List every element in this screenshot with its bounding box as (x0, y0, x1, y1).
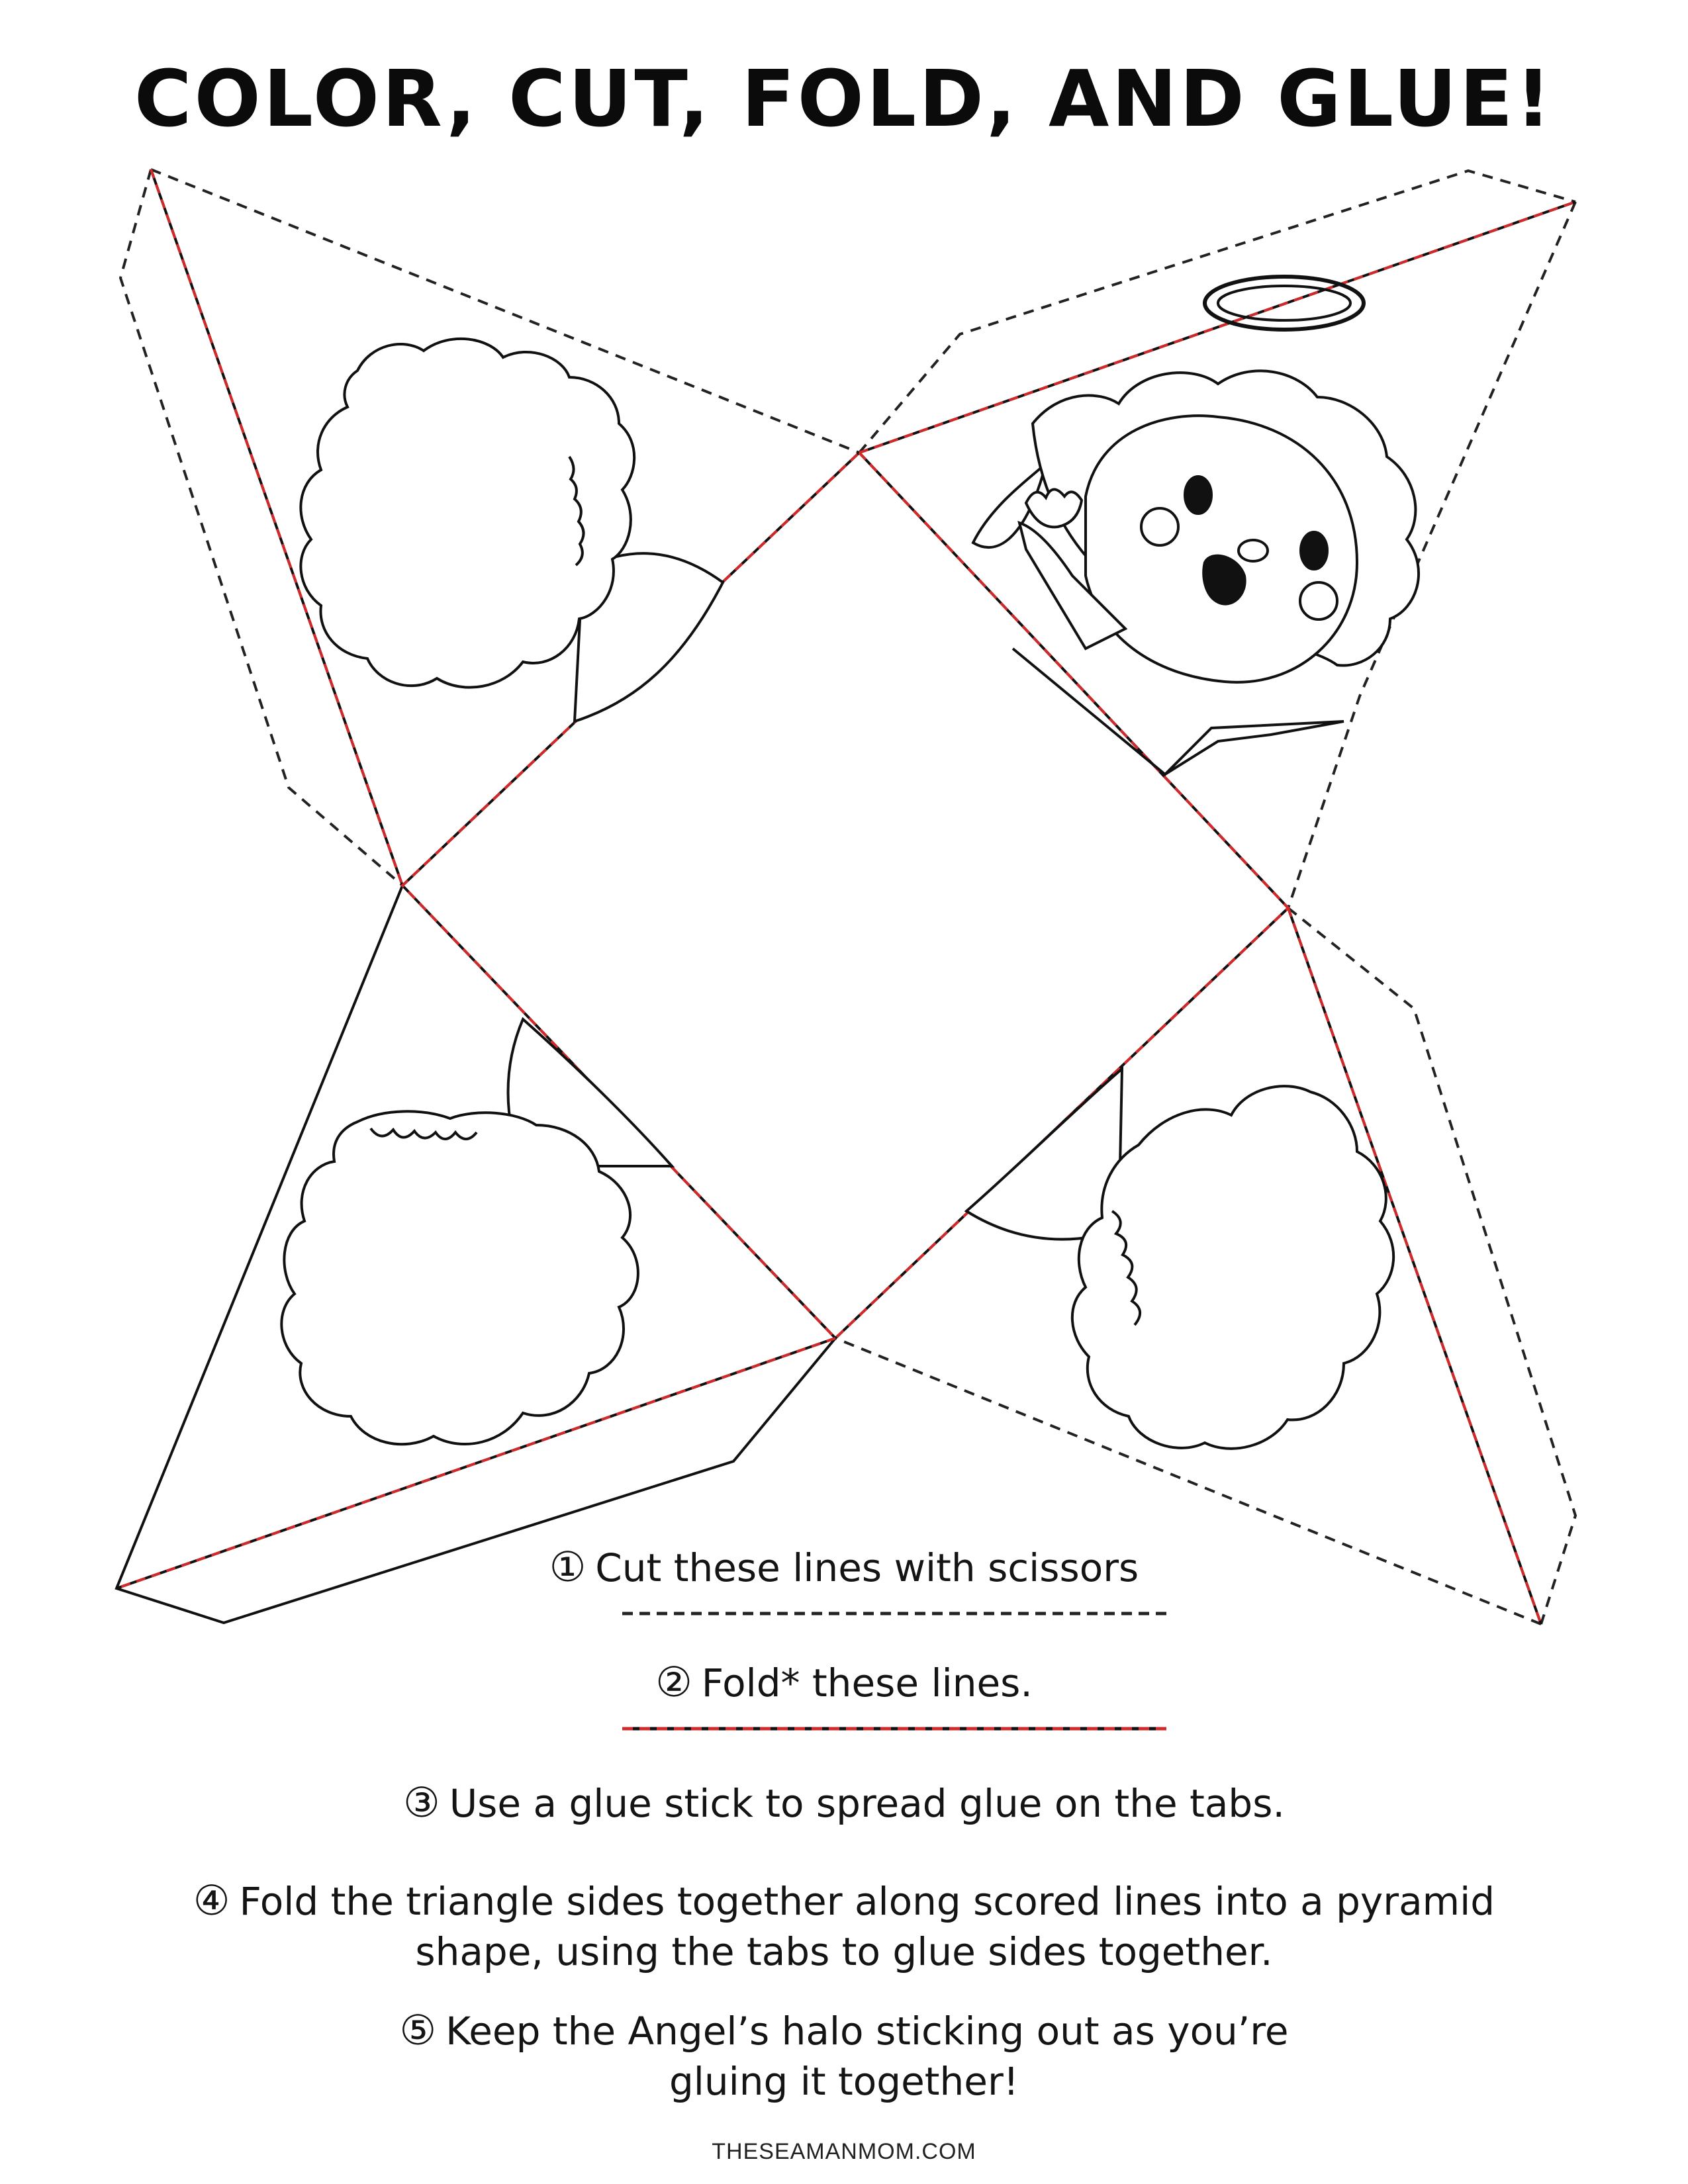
step-3-number: ③ (403, 1778, 440, 1827)
step-5-text-line2: gluing it together! (669, 2059, 1019, 2104)
step-4-number: ④ (193, 1876, 230, 1925)
step-5-text: Keep the Angel’s halo sticking out as yo… (445, 2009, 1289, 2054)
step-4-text: Fold the triangle sides together along s… (239, 1879, 1495, 1924)
bottom-left-outline (115, 885, 837, 1625)
fold-line-legend (622, 1727, 1166, 1731)
site-footer: THESEAMANMOM.COM (712, 2139, 976, 2164)
step-2-number: ② (655, 1658, 692, 1706)
step-3-text: Use a glue stick to spread glue on the t… (449, 1781, 1285, 1826)
halo-icon (1203, 275, 1366, 332)
angel-back-hair-bottom-left (280, 1017, 675, 1446)
step-1-text: Cut these lines with scissors (595, 1545, 1139, 1590)
angel-back-hair-top-left (299, 337, 725, 723)
cut-line-legend (622, 1612, 1166, 1615)
angel-front-top-right (971, 275, 1420, 776)
page-title: COLOR, CUT, FOLD, AND GLUE! (134, 53, 1554, 144)
step-2-text: Fold* these lines. (701, 1661, 1033, 1706)
step-1-number: ① (549, 1543, 586, 1591)
step-4-text-line2: shape, using the tabs to glue sides toge… (415, 1929, 1273, 1974)
step-5-number: ⑤ (399, 2006, 437, 2054)
cut-lines (118, 168, 1577, 1625)
angel-back-hair-bottom-right (964, 1066, 1395, 1450)
